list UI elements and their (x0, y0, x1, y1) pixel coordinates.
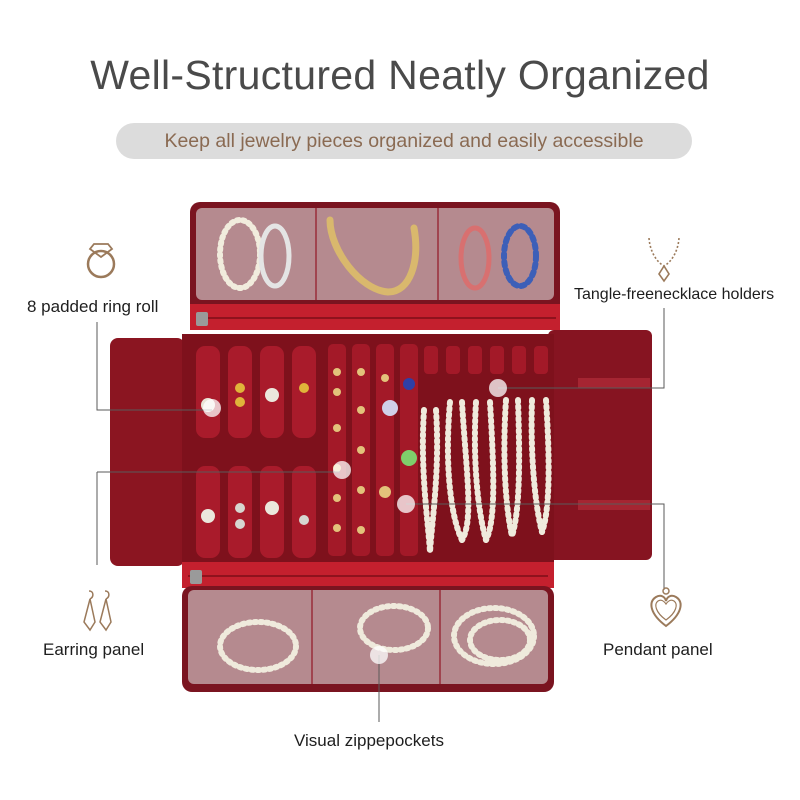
earring-icon (83, 590, 112, 632)
callout-dots (203, 379, 507, 664)
heart-pendant-icon (650, 587, 682, 628)
subtitle: Keep all jewelry pieces organized and ea… (164, 130, 644, 152)
callout-lines (96, 308, 665, 722)
top-pocket-jewelry (217, 216, 539, 296)
right-strap-top (578, 378, 650, 388)
right-strap-bottom (578, 500, 650, 510)
ring-icon (86, 243, 116, 279)
necklace-hooks (424, 346, 548, 374)
left-side-flap (110, 338, 185, 566)
earring-panel-label: Earring panel (43, 640, 145, 659)
pearl-necklaces (419, 397, 552, 555)
necklace-icon (648, 237, 680, 283)
bottom-zipper (182, 562, 554, 588)
necklace-holders-label: Tangle-freenecklace holders (574, 286, 775, 303)
subtitle-pill (116, 123, 692, 159)
pendant-panel-label: Pendant panel (603, 640, 713, 659)
right-side-flap (548, 330, 652, 560)
earrings (333, 368, 417, 534)
zipper-pockets-label: Visual zippepockets (294, 731, 444, 750)
page-title: Well-Structured Neatly Organized (90, 52, 710, 98)
ring-roll-label: 8 padded ring roll (27, 297, 159, 316)
bottom-pocket-jewelry (217, 603, 537, 673)
top-zipper (190, 304, 560, 330)
